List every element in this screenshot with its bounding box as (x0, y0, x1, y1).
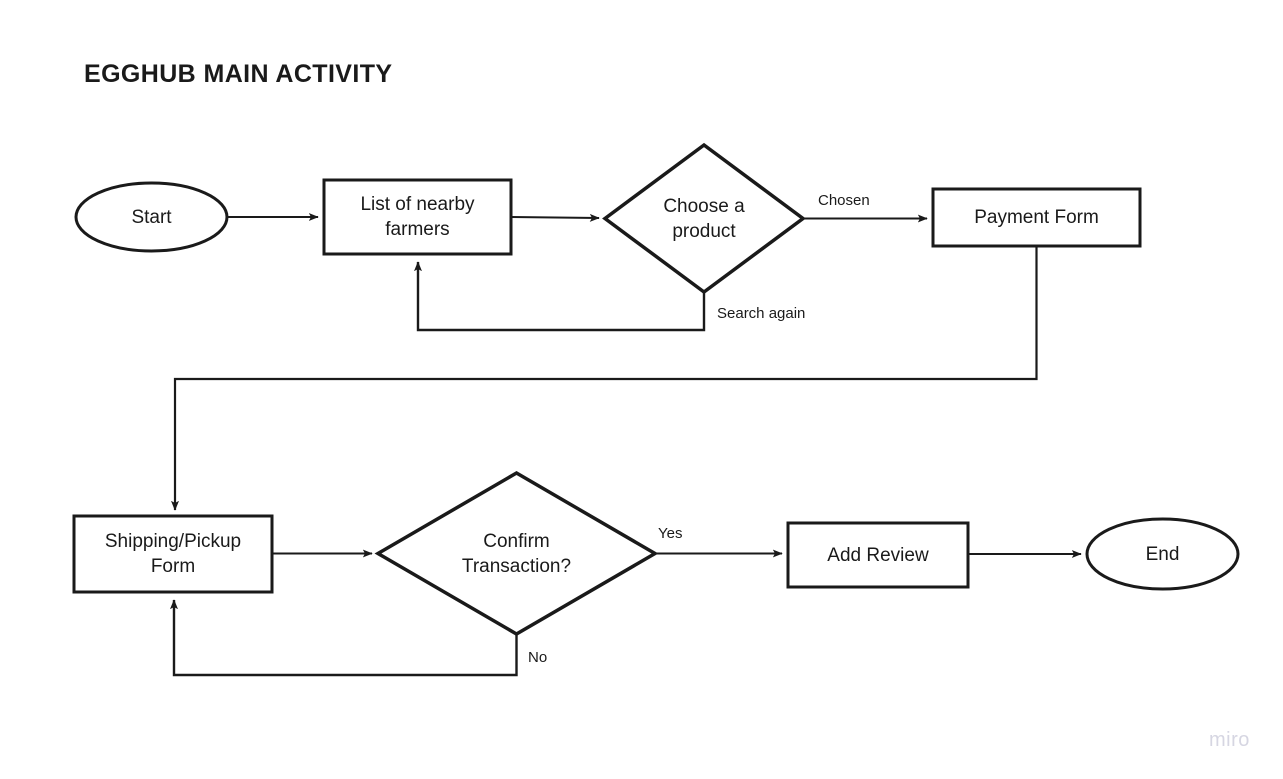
miro-watermark: miro (1209, 729, 1250, 751)
node-choose-a-product[interactable] (602, 142, 806, 295)
node-shipping-pickup-form[interactable] (72, 514, 274, 594)
edge-label-search-again: Search again (717, 305, 806, 322)
edge-confirm-transaction-to-shipping-pickup-form-no (170, 599, 518, 677)
diagram-title: EGGHUB MAIN ACTIVITY (84, 60, 393, 88)
node-payment-form[interactable] (931, 187, 1142, 248)
edge-payment-form-to-shipping-pickup-form (171, 246, 1038, 511)
node-add-review[interactable] (786, 521, 970, 589)
edge-label-yes: Yes (658, 525, 683, 542)
edge-label-chosen: Chosen (818, 192, 870, 209)
node-end[interactable] (1085, 517, 1240, 591)
node-start[interactable] (74, 181, 229, 253)
edge-list-farmers-to-choose-product (510, 213, 600, 222)
edge-choose-product-to-list-farmers-search-again (414, 261, 706, 332)
node-confirm-transaction[interactable] (374, 470, 659, 637)
node-list-of-nearby-farmers[interactable] (322, 178, 513, 256)
edge-label-no: No (528, 649, 548, 666)
